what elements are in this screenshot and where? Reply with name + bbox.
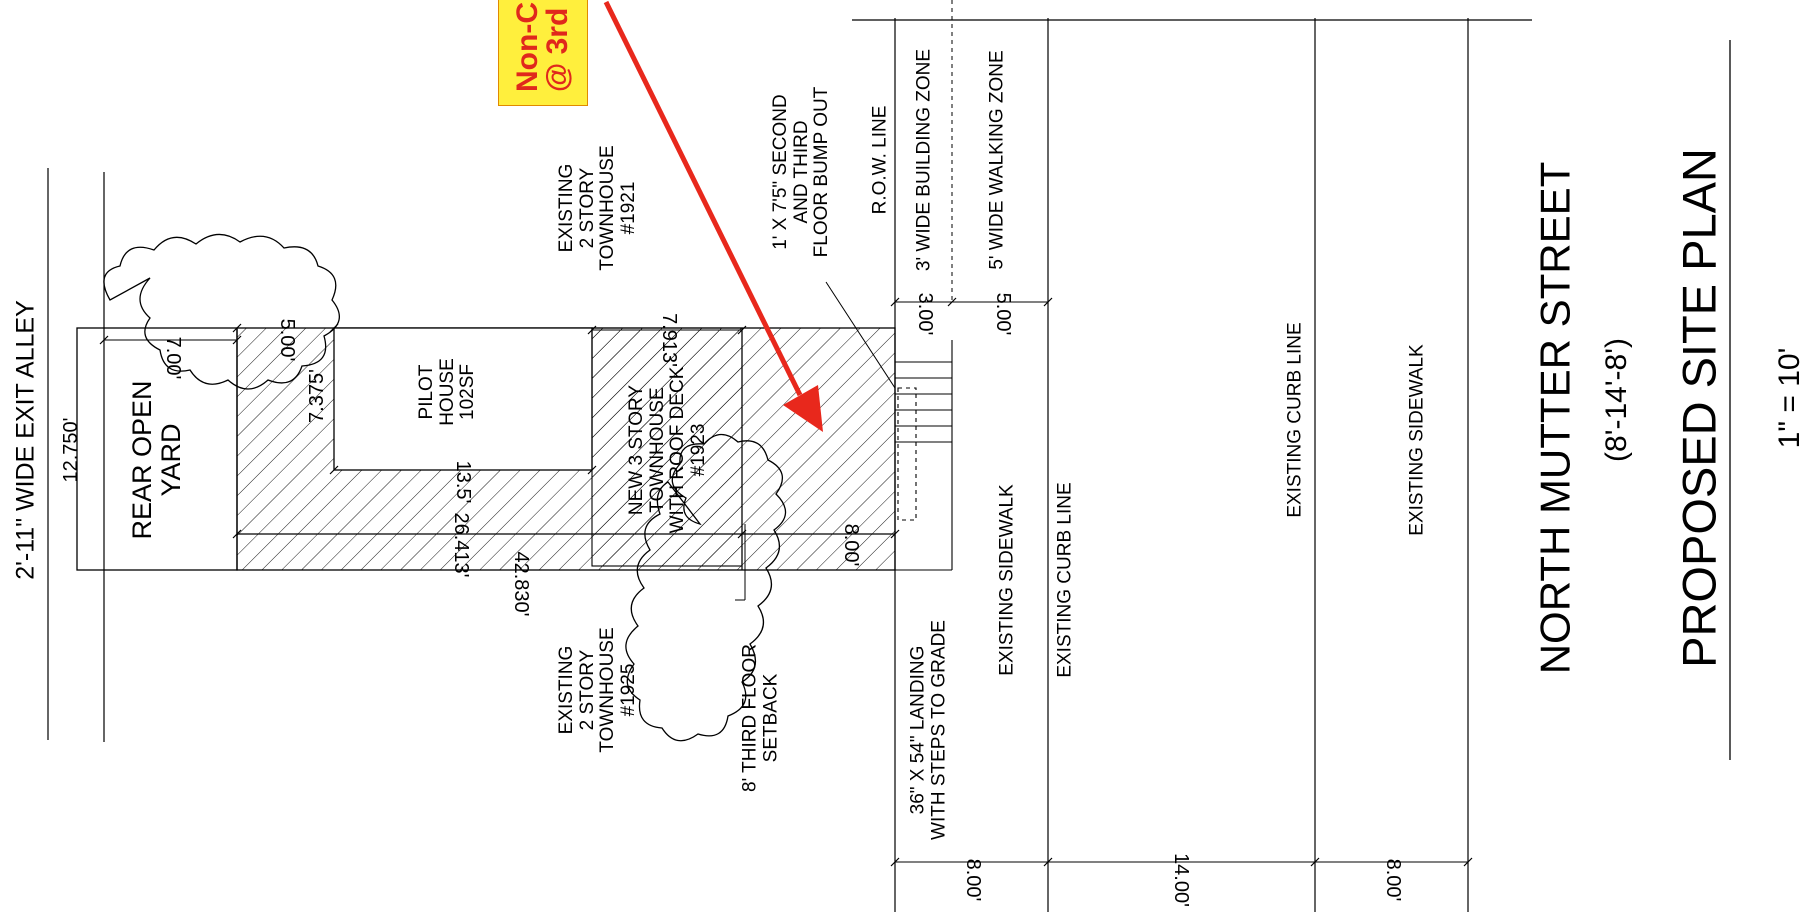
front-steps [895,340,953,571]
bumpout-note: 1' X 7'5" SECOND AND THIRD FLOOR BUMP OU… [770,86,833,258]
zone-building-dim: 3.00' [913,292,936,336]
revision-cloud-rear [103,233,340,390]
sidewalk-far-label: EXISTING SIDEWALK [1406,344,1428,536]
plan-scale: 1" = 10' [1772,347,1800,449]
rear-setback-dim: 5.00' [275,318,298,362]
plan-title: PROPOSED SITE PLAN [1672,148,1726,668]
street-name: NORTH MUTTER STREET [1531,161,1579,675]
landing-note: 36" X 54" LANDING WITH STEPS TO GRADE [907,620,949,840]
far-sidewalk-width-dim: 8.00' [1381,858,1404,902]
sidewalk-near-label: EXISTING SIDEWALK [996,484,1018,676]
lot-width-dim: 12.750' [60,417,83,483]
callout-text: Non-C @ 3rd [511,2,574,92]
pilot-width-dim: 7.375' [306,369,329,423]
new-townhouse-label: NEW 3 STORY TOWNHOUSE WITH ROOF DECK #19… [625,366,709,534]
zone-walking-dim: 5.00' [991,292,1014,336]
new-townhouse-outline [591,327,743,567]
pilot-depth-dim: 13.5' [451,460,474,504]
dimension-lines [104,301,1468,863]
house-depth-total-dim: 26.413' [449,512,472,578]
neighbor-north-label: EXISTING 2 STORY TOWNHOUSE #1921 [555,145,639,271]
row-line-label: R.O.W. LINE [869,105,891,215]
curb-far-label: EXISTING CURB LINE [1284,322,1306,518]
street-widths: (8'-14'-8') [1599,338,1633,462]
sidewalk-width-dim: 8.00' [961,858,984,902]
front-setback-dim: 8.00' [839,523,862,567]
curb-near-label: EXISTING CURB LINE [1054,482,1076,678]
alley-label: 2'-11" WIDE EXIT ALLEY [11,300,40,580]
yard-depth-dim: 7.00' [161,336,184,380]
callout-arrow-head [783,385,823,432]
non-compliance-callout: Non-C @ 3rd [498,0,588,106]
callout-arrow-shaft [603,0,803,397]
pilot-house-label: PILOT HOUSE 102SF [416,358,479,426]
setback-note: 8' THIRD FLOOR SETBACK [739,644,781,792]
building-zone-label: 3' WIDE BUILDING ZONE [913,48,935,272]
walking-zone-label: 5' WIDE WALKING ZONE [986,50,1008,270]
house-depth-a-dim: 7.913' [657,313,680,367]
revision-cloud-setback [625,433,787,742]
neighbor-south-label: EXISTING 2 STORY TOWNHOUSE #1925 [555,627,639,753]
dimension-ticks [99,297,1473,867]
street-width-dim: 14.00' [1169,853,1192,907]
lot-depth-dim: 42.830' [509,551,532,617]
rear-yard-label: REAR OPEN YARD [126,380,186,540]
bumpout-leader [825,281,896,389]
